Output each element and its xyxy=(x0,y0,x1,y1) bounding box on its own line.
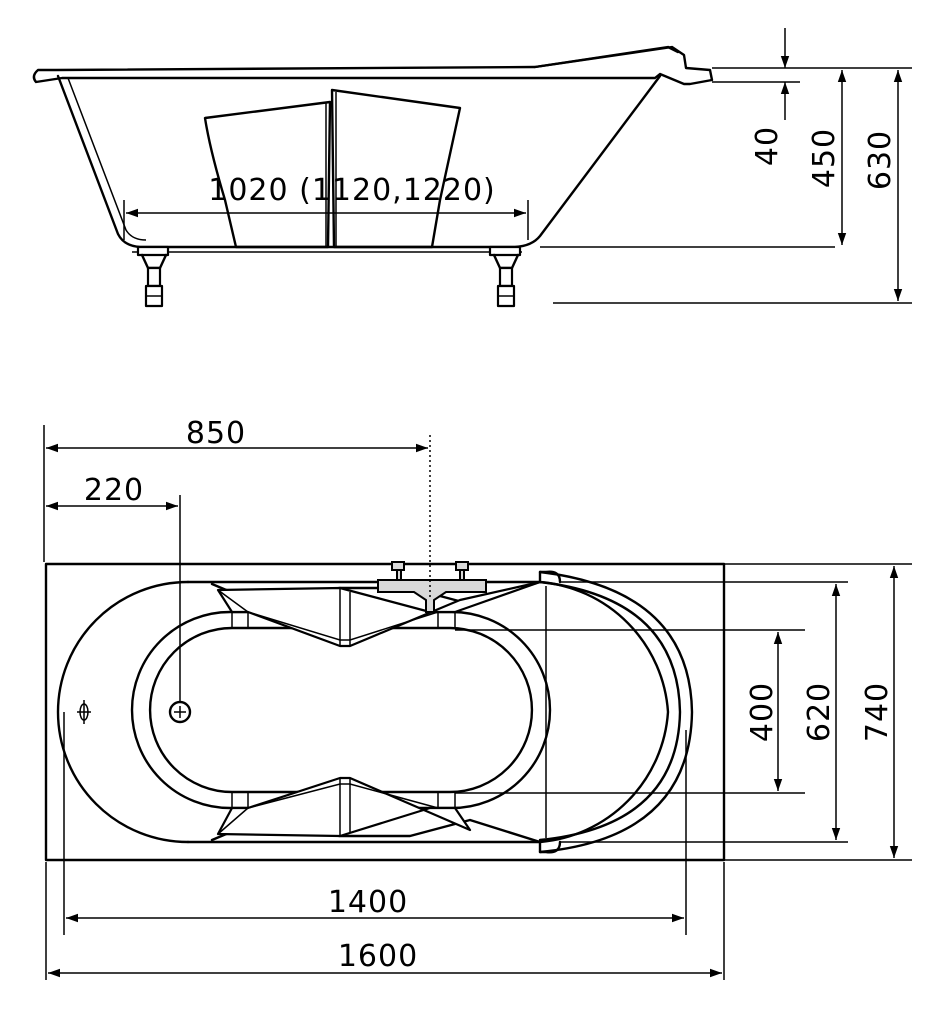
basin-bottom xyxy=(148,626,534,794)
basin-middle xyxy=(210,580,670,844)
bathtub-body-inner xyxy=(67,77,147,241)
bathtub-rim xyxy=(32,45,714,86)
dim-inner-length-top-label: 1400 xyxy=(328,885,408,920)
top-view: 850 220 400 620 740 1400 1600 xyxy=(43,416,912,980)
support-leg-icon xyxy=(136,245,170,308)
bathtub-body xyxy=(56,74,662,249)
dim-bottom-width-label: 400 xyxy=(745,682,780,742)
side-panel-right xyxy=(330,88,462,249)
dim-inner-width-label: 620 xyxy=(802,682,837,742)
overflow-symbol-icon xyxy=(77,700,91,724)
faucet-icon xyxy=(377,561,487,613)
dim-rim-thickness-label: 40 xyxy=(750,126,785,166)
dim-overflow-position-label: 220 xyxy=(84,473,144,508)
dim-total-length-label: 1600 xyxy=(338,939,418,974)
dim-total-width-label: 740 xyxy=(860,682,895,742)
support-leg-icon xyxy=(488,245,522,308)
side-view: 1020 (1120,1220) 40 450 630 xyxy=(32,28,912,308)
dim-total-height-label: 630 xyxy=(863,130,898,190)
armrest-top xyxy=(216,580,542,648)
dim-tub-depth-label: 450 xyxy=(807,128,842,188)
basin-outer-left xyxy=(56,580,190,844)
panel-seam xyxy=(325,92,337,247)
drain-icon xyxy=(168,700,192,724)
headrest xyxy=(538,570,694,854)
bathtub-outline xyxy=(44,562,726,862)
dim-faucet-position-label: 850 xyxy=(186,416,246,451)
armrest-bottom xyxy=(216,776,472,838)
side-panel-left xyxy=(203,100,332,249)
headrest-profile xyxy=(533,45,680,69)
dim-inner-length-label: 1020 (1120,1220) xyxy=(208,173,496,208)
